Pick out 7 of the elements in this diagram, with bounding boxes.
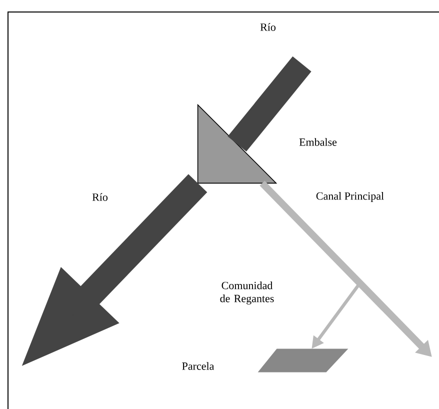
- node-caption: Parcela: [182, 362, 214, 370]
- plot-parallelogram: [258, 348, 348, 372]
- node-caption: Embalse: [299, 138, 337, 146]
- edge-label: Canal Principal: [316, 192, 384, 202]
- label: Comunidad de Regantes: [220, 282, 274, 304]
- label: Río: [260, 23, 276, 31]
- edge-label: Río: [92, 193, 108, 201]
